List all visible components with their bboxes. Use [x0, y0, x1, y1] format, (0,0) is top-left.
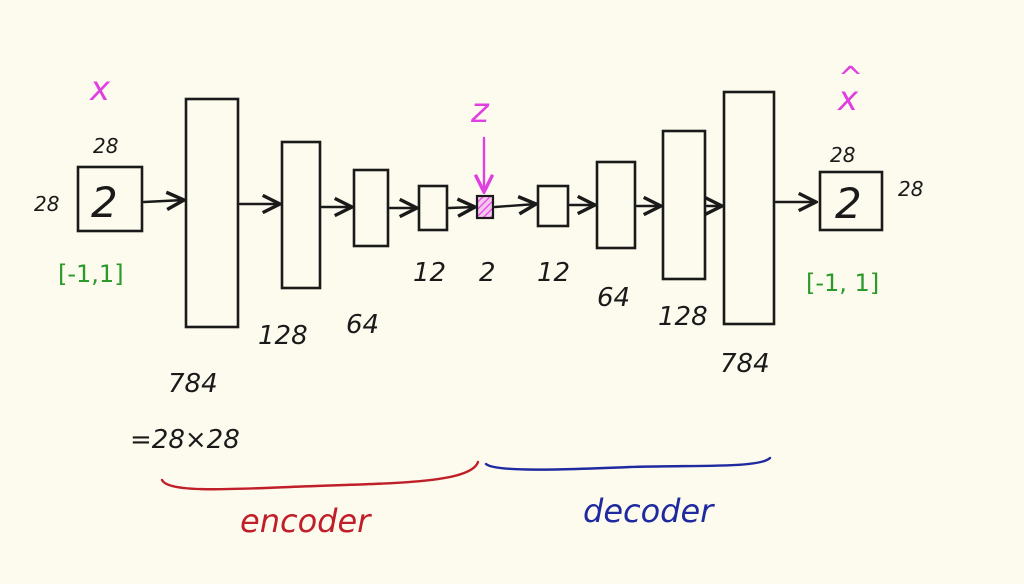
flow-arrows: [142, 200, 816, 208]
encoder-layer-64: [352, 168, 390, 248]
label-2-latent: 2: [479, 258, 496, 288]
output-width-label: 28: [830, 143, 855, 167]
input-range: [-1,1]: [58, 260, 124, 288]
input-digit: 2: [91, 178, 118, 227]
label-64-encoder: 64: [346, 310, 379, 340]
label-784-decoder: 784: [720, 349, 770, 379]
output-symbol-x: x: [837, 79, 859, 119]
decoder-layer-12: [536, 184, 570, 228]
output-hat: ^: [838, 61, 863, 96]
input-image-frame: [76, 165, 144, 233]
input-width-label: 28: [93, 134, 118, 158]
decoder-layer-64: [595, 160, 637, 250]
input-height-label: 28: [34, 192, 59, 216]
encoder-layer-12: [417, 184, 449, 232]
label-128-encoder: 128: [258, 321, 308, 351]
output-image-frame: [818, 170, 884, 232]
output-digit: 2: [835, 179, 862, 228]
decoder-layer-128: [661, 129, 707, 281]
input-symbol-x: x: [89, 69, 111, 109]
output-range: [-1, 1]: [806, 269, 879, 297]
decoder-layer-784: [722, 90, 776, 326]
encoder-label: encoder: [240, 502, 372, 540]
output-height-label: 28: [898, 177, 923, 201]
latent-symbol-z: z: [470, 91, 490, 131]
label-128-decoder: 128: [658, 302, 708, 332]
decoder-brace: [484, 456, 772, 471]
encoder-layer-784: [184, 97, 240, 329]
arrow-input-to-784: [142, 200, 184, 202]
encoder-layer-128: [280, 140, 322, 290]
label-784-encoder: 784: [168, 369, 218, 399]
label-784-formula: =28×28: [130, 425, 240, 455]
encoder-brace: [160, 460, 480, 491]
label-12-encoder: 12: [413, 258, 446, 288]
arrow-z-to-12: [493, 204, 536, 207]
label-12-decoder: 12: [537, 258, 570, 288]
latent-layer-2: [475, 194, 495, 220]
arrow-12-to-z: [447, 207, 475, 208]
label-64-decoder: 64: [597, 283, 630, 313]
decoder-label: decoder: [583, 492, 715, 530]
